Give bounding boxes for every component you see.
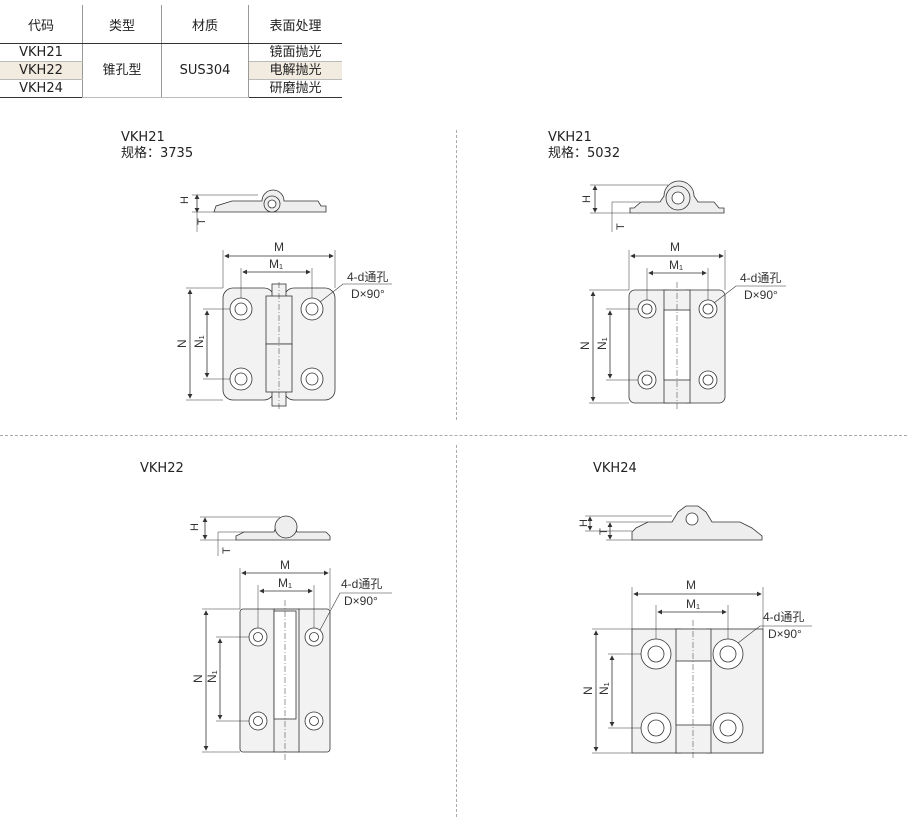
dim-M1: M₁ — [269, 257, 283, 271]
model-label: VKH21 — [548, 130, 592, 145]
dim-M1: M₁ — [686, 597, 700, 611]
header-finish: 表面处理 — [248, 5, 342, 44]
dim-N: N — [578, 341, 592, 350]
dim-T: T — [196, 218, 208, 225]
dim-H: H — [581, 195, 593, 203]
dim-M: M — [274, 240, 284, 254]
dim-M1: M₁ — [278, 576, 292, 590]
angle-label: D×90° — [744, 288, 778, 302]
spec-table: 代码 类型 材质 表面处理 VKH21 锥孔型 SUS304 镜面抛光 VKH2… — [0, 5, 342, 98]
dim-H: H — [179, 196, 191, 204]
drawing-title-4: VKH24 — [593, 461, 637, 477]
drawing-title-2: VKH21 规格：5032 — [548, 130, 620, 162]
angle-label: D×90° — [768, 627, 802, 641]
finish-cell: 电解抛光 — [248, 61, 342, 80]
finish-cell: 研磨抛光 — [248, 79, 342, 98]
model-label: VKH22 — [140, 461, 184, 476]
side-view: H T — [179, 189, 327, 232]
dim-N: N — [581, 686, 595, 695]
table-row: VKH22 电解抛光 — [0, 61, 342, 80]
hinge-drawing-1: H T M M₁ N — [175, 189, 392, 410]
side-view: H T — [581, 180, 725, 232]
hole-label: 4-d通孔 — [740, 271, 781, 285]
spec-label: 规格：5032 — [548, 146, 621, 161]
dim-T: T — [221, 547, 233, 554]
dim-H: H — [189, 523, 201, 531]
type-cell: 锥孔型 — [82, 43, 162, 98]
model-label: VKH21 — [121, 130, 165, 145]
side-view: H T — [189, 515, 331, 556]
hole-label: 4-d通孔 — [347, 270, 388, 284]
angle-label: D×90° — [351, 287, 385, 301]
divider-horizontal — [0, 435, 907, 436]
header-code: 代码 — [0, 5, 83, 44]
front-view: M M₁ N N₁ 4-d通孔 D×90° — [191, 558, 392, 760]
dim-N1: N₁ — [205, 670, 219, 683]
dim-T: T — [615, 223, 627, 230]
dim-N1: N₁ — [192, 335, 206, 348]
dim-M: M — [280, 558, 290, 572]
code-cell: VKH22 — [0, 61, 83, 80]
angle-label: D×90° — [344, 594, 378, 608]
front-view: M M₁ N N₁ 4-d通孔 D×90° — [581, 578, 812, 760]
side-view: H T — [578, 505, 763, 541]
dim-M1: M₁ — [669, 258, 683, 272]
hole-label: 4-d通孔 — [763, 610, 804, 624]
finish-cell: 镜面抛光 — [248, 43, 342, 62]
dim-M: M — [670, 240, 680, 254]
material-cell: SUS304 — [161, 43, 249, 98]
divider-vertical-top — [456, 130, 457, 420]
divider-vertical-bottom — [456, 445, 457, 817]
front-view: M M₁ N N₁ 4-d通孔 D×90° — [175, 240, 392, 410]
spec-label: 规格：3735 — [121, 146, 194, 161]
hinge-drawing-3: H T M M₁ N N₁ — [189, 515, 392, 760]
dim-M: M — [686, 578, 696, 592]
dim-N1: N₁ — [595, 337, 609, 350]
dim-N1: N₁ — [597, 682, 611, 695]
dim-N: N — [191, 674, 205, 683]
model-label: VKH24 — [593, 461, 637, 476]
code-cell: VKH24 — [0, 79, 83, 98]
code-cell: VKH21 — [0, 43, 83, 62]
drawing-title-1: VKH21 规格：3735 — [121, 130, 193, 162]
table-row: VKH21 锥孔型 SUS304 镜面抛光 — [0, 43, 342, 98]
dim-N: N — [175, 339, 189, 348]
header-material: 材质 — [161, 5, 249, 44]
front-view: M M₁ N N₁ 4-d通孔 D×90° — [578, 240, 786, 410]
hinge-drawing-2: H T M M₁ N N₁ — [578, 180, 786, 410]
table-header-row: 代码 类型 材质 表面处理 — [0, 5, 342, 44]
header-type: 类型 — [82, 5, 162, 44]
dim-H: H — [578, 519, 590, 527]
hole-label: 4-d通孔 — [341, 577, 382, 591]
drawing-title-3: VKH22 — [140, 461, 184, 477]
dim-T: T — [598, 528, 610, 535]
hinge-drawing-4: H T M M₁ N N₁ — [578, 505, 812, 760]
table-row: VKH24 研磨抛光 — [0, 79, 342, 98]
